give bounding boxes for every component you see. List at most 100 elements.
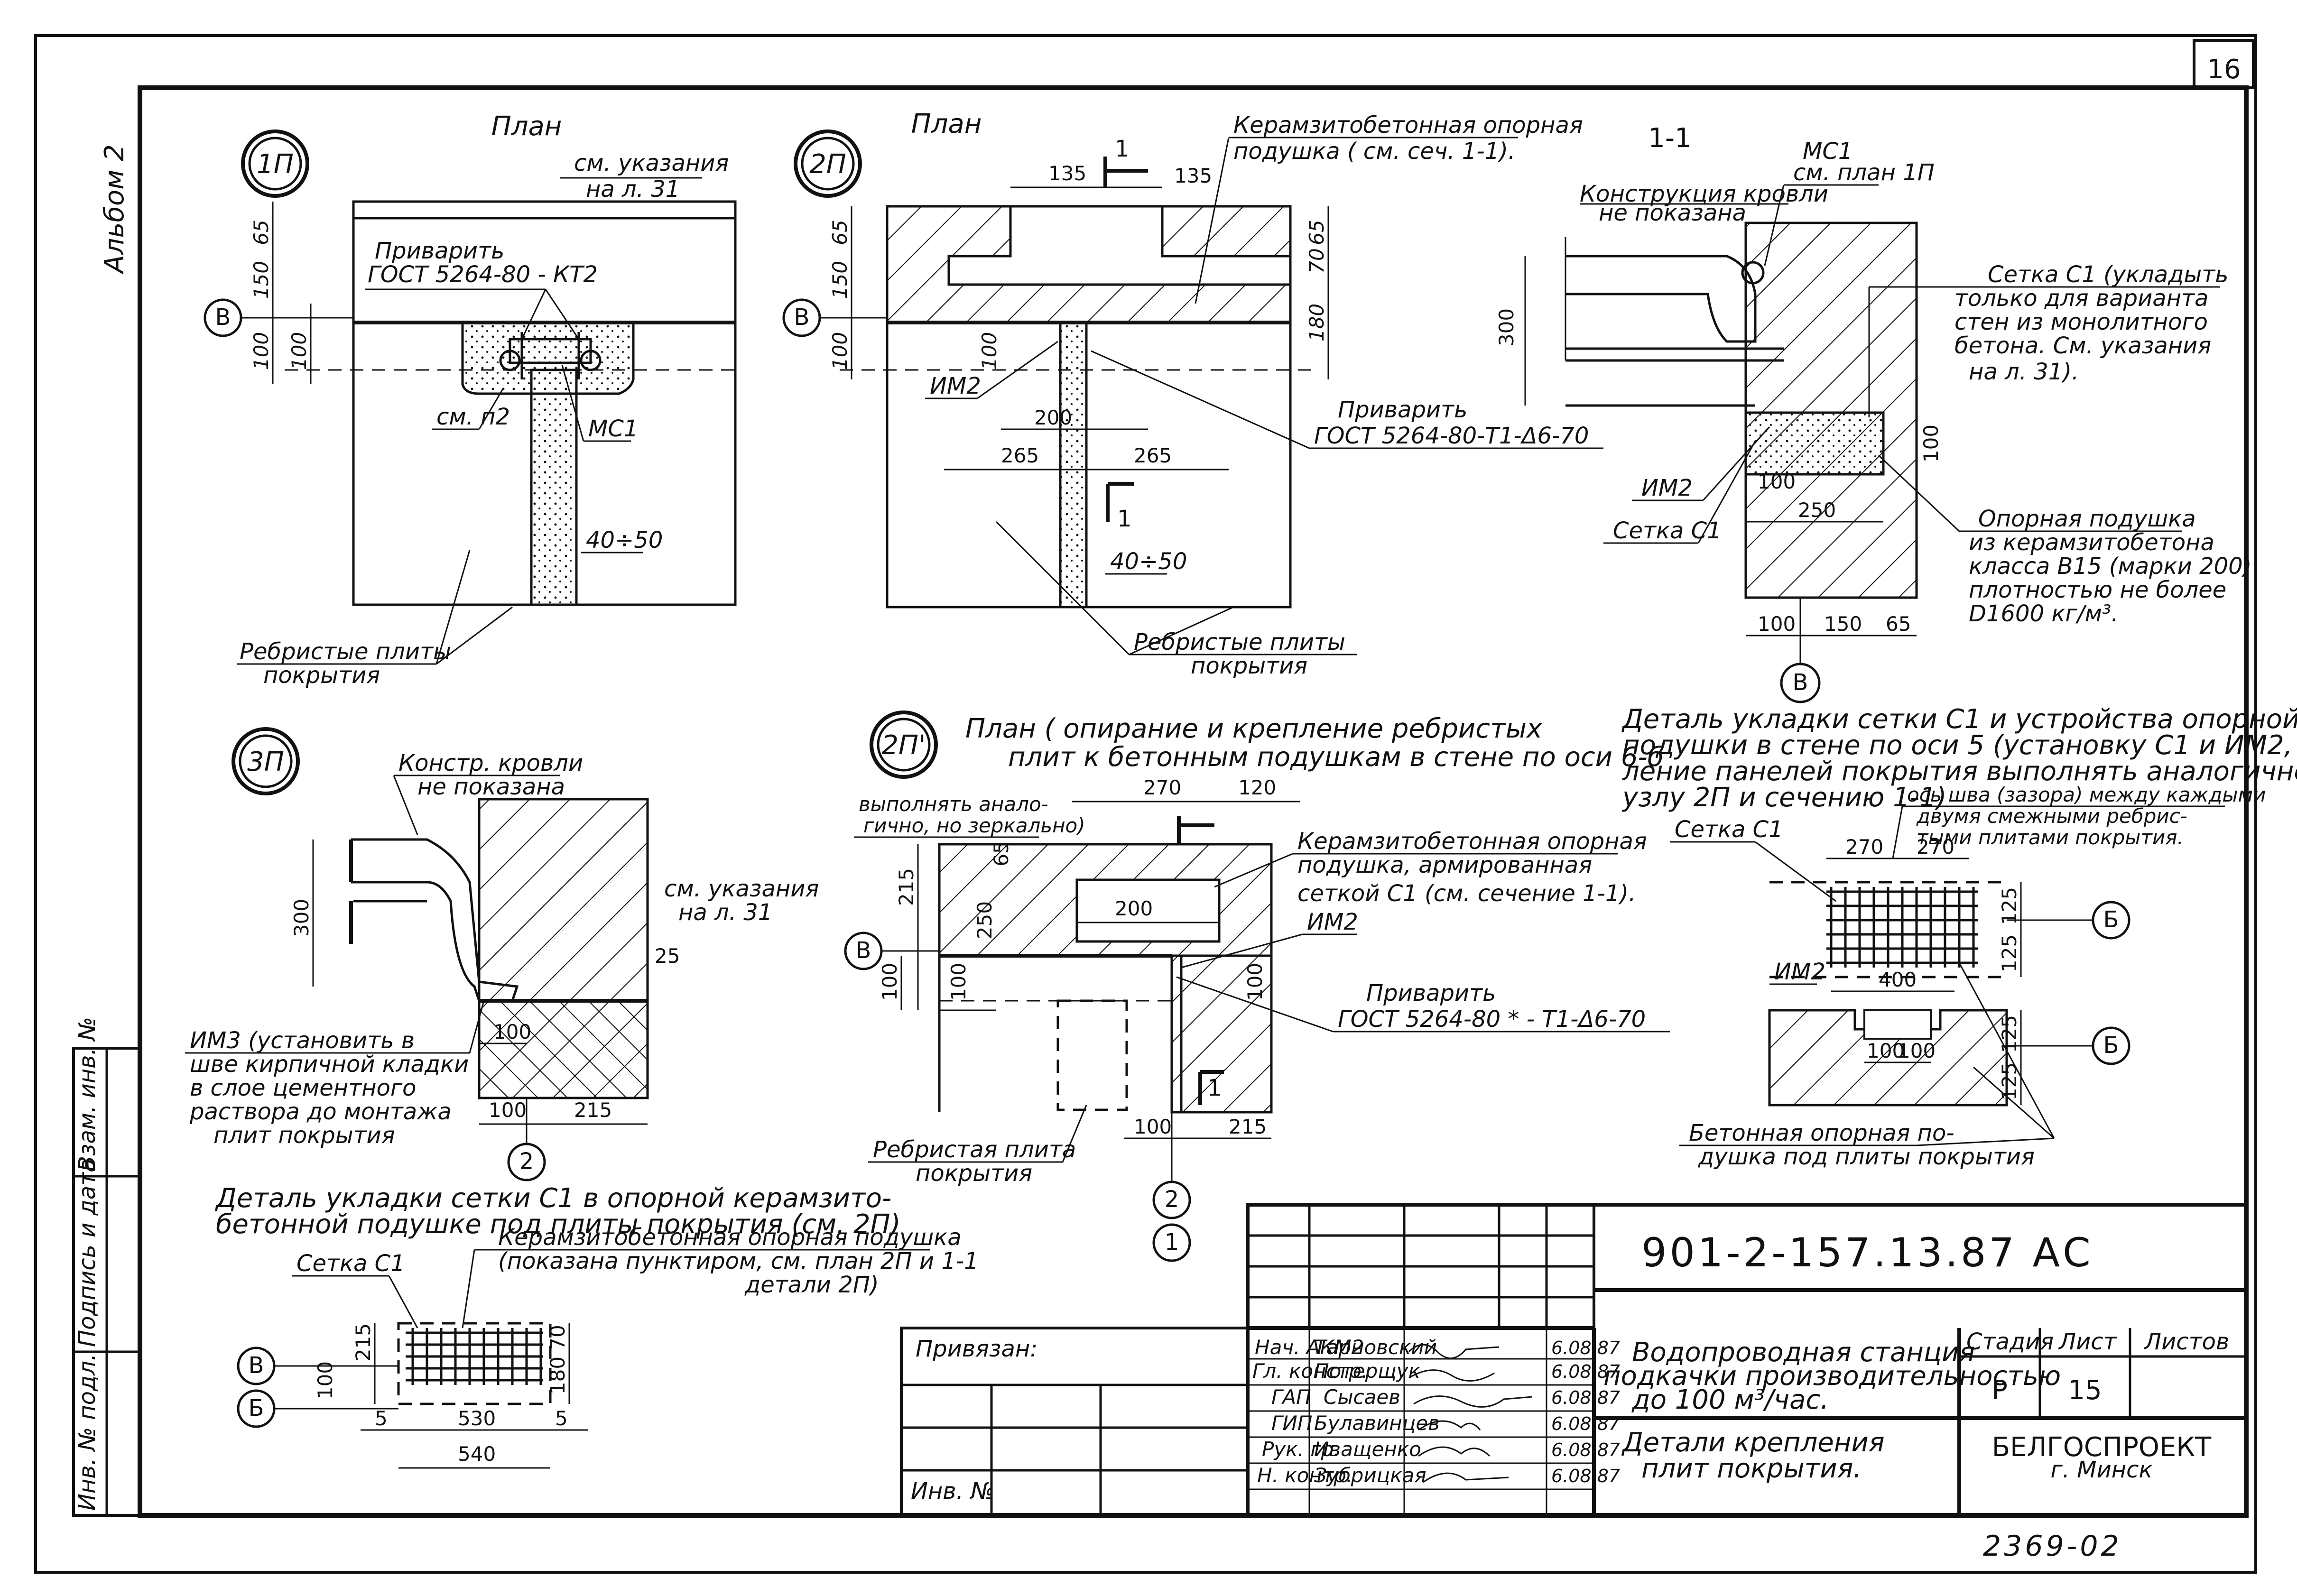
page-number: 16 [2207,54,2241,85]
section-1-1-pad-2: из керамзитобетона [1969,529,2214,556]
node-2p-prime-axis1: 1 [1165,1229,1179,1255]
node-2p-dim-135b: 135 [1174,164,1212,187]
drawing-code: 901-2-157.13.87 АС [1641,1229,2093,1276]
node-1p-weld-1: Приварить [375,238,504,264]
sig-name-0: Тарновский [1314,1336,1437,1359]
stamp-replace-inv: Взам. инв. № [74,1017,101,1172]
node-2p-prime-mark: 2П' [881,730,926,761]
sig-role-4: Рук. гр. [1262,1438,1340,1461]
detail-mesh-dim-400: 400 [1879,968,1917,991]
detail-mesh-mesh: Сетка С1 [1675,816,1783,843]
sheets-head: Листов [2143,1328,2229,1355]
detail-c1-title-1: Деталь укладки сетки С1 в опорной керамз… [214,1183,891,1214]
node-2p-prime-mirror-1: выполнять анало- [859,793,1048,816]
node-1p-mark: 1П [257,149,294,180]
detail-mesh-dim-100b: 100 [1898,1039,1936,1062]
node-1p-weld-2: ГОСТ 5264-80 - КТ2 [368,261,598,288]
signature-5 [1423,1472,1509,1483]
detail-mesh-pad-1: Бетонная опорная по- [1689,1120,1954,1146]
section-1-1-title: 1-1 [1648,123,1691,154]
section-1-1-pad-5: D1600 кг/м³. [1969,600,2118,627]
section-1-1-mesh-note-1: Сетка С1 (укладыть [1988,261,2229,288]
album-label: Альбом 2 [99,144,130,275]
node-2p-prime-pad-1: Керамзитобетонная опорная [1297,828,1647,855]
node-3p-im3-4: раствора до монтажа [189,1098,452,1125]
section-1-1-mc1-1: МС1 [1803,138,1852,165]
detail-c1-dim-100: 100 [314,1361,337,1399]
signature-1 [1408,1369,1495,1382]
node-2p-prime-weld-1: Приварить [1366,980,1496,1006]
stamp-margin: Инв. № подл. Подпись и дата Взам. инв. № [72,1017,141,1517]
detail-c1-mesh: Сетка С1 [296,1250,405,1277]
node-3p-roof-2: не показана [417,774,565,800]
node-2p-prime-plates-2: покрытия [916,1160,1032,1187]
node-3p-axis: 2 [519,1148,534,1175]
sig-role-5: Н. контр. [1257,1464,1352,1487]
node-2p-dim-265a: 265 [1001,444,1039,467]
project-title-3: до 100 м³/час. [1631,1384,1829,1415]
section-1-1-dim-250: 250 [1798,498,1836,522]
detail-mesh-im2: ИМ2 [1774,959,1825,985]
detail-mesh-dim-125a: 125 [1998,887,2021,925]
node-3p-im3-3: в слое цементного [190,1075,416,1101]
section-1-1-pad-3: класса В15 (марки 200) [1969,553,2251,580]
sig-date-5: 6.08.87 [1551,1466,1620,1486]
sig-name-1: Потерщук [1314,1359,1421,1383]
node-3p-im3-1: ИМ3 (установить в [190,1027,415,1054]
node-2p-sec-bottom: 1 [1117,506,1132,532]
signature-0 [1408,1344,1500,1359]
sig-role-3: ГИП [1271,1411,1312,1435]
signature-2 [1413,1395,1533,1408]
signature-3 [1418,1420,1481,1431]
detail-mesh-title-1: Деталь укладки сетки С1 и устройства опо… [1621,704,2297,735]
section-1-1-dim-300: 300 [1495,308,1518,346]
sig-name-2: Сысаев [1324,1385,1400,1409]
detail-mesh-dim-125b: 125 [1998,934,2021,972]
detail-mesh-dim-270b: 270 [1917,835,1954,858]
node-2p-dim-65l: 65 [828,220,852,245]
detail-mesh-wall: Деталь укладки сетки С1 и устройства опо… [1621,704,2297,1170]
node-3p-marker [232,727,300,795]
inv-no-label: Инв. № [911,1478,994,1504]
node-2p-prime-axis2-marker [1152,1181,1191,1219]
privyazan-label: Привязан: [916,1336,1037,1362]
section-1-1-mesh-note-5: на л. 31). [1969,359,2079,385]
detail-mesh-dim-270a: 270 [1845,835,1883,858]
section-1-1-mesh-note-4: бетона. См. указания [1954,332,2211,359]
node-2p-dim-135a: 135 [1048,162,1086,185]
detail-c1-axis-bb: Б [249,1395,264,1421]
node-2p-prime-sec: 1 [1207,1075,1222,1101]
node-2p-im2: ИМ2 [930,373,981,399]
node-2p-prime-dim-270: 270 [1143,776,1181,799]
node-1p-dim-150: 150 [250,261,273,299]
node-2p-prime-axis2: 2 [1165,1186,1179,1213]
node-1p-mc1: МС1 [588,415,638,442]
stamp-sign-date: Подпись и дата [74,1158,101,1347]
node-2p-plates-1: Ребристые плиты [1134,629,1345,655]
detail-c1-dim-530: 530 [458,1407,496,1430]
sheet-title-1: Детали крепления [1621,1427,1885,1458]
section-1-1-dim-150: 150 [1824,612,1862,636]
detail-mesh-title-2: подушки в стене по оси 5 (установку С1 и… [1622,730,2297,761]
node-1p-gap: 40÷50 [586,527,663,554]
sig-name-3: Булавинцев [1314,1411,1440,1435]
node-3p-dim-100b: 100 [489,1098,527,1122]
detail-c1-dim-5b: 5 [555,1407,568,1430]
section-1-1-axis-marker [1780,663,1821,703]
detail-c1-dim-215: 215 [352,1323,375,1361]
node-2p-sec-top: 1 [1115,136,1130,162]
detail-mesh-axis-1: Б [2103,906,2119,933]
node-2p-prime-dim-200: 200 [1115,897,1153,920]
node-2p-prime-dim-65: 65 [990,841,1013,866]
sig-date-0: 6.08.87 [1551,1338,1620,1358]
section-1-1-mesh-note-3: стен из монолитного [1954,309,2208,335]
node-3p-dim-25: 25 [655,944,680,968]
node-2p-prime-plates-1: Ребристая плита [873,1136,1076,1163]
node-2p-gap: 40÷50 [1110,548,1187,575]
stage-value: Р [1991,1375,2008,1406]
section-1-1-axis: В [1793,669,1808,696]
detail-c1-title-2: бетонной подушке под плиты покрытия (см.… [216,1209,900,1240]
sheet-title-2: плит покрытия. [1641,1453,1862,1484]
node-3p-see-1: см. указания [664,876,819,902]
